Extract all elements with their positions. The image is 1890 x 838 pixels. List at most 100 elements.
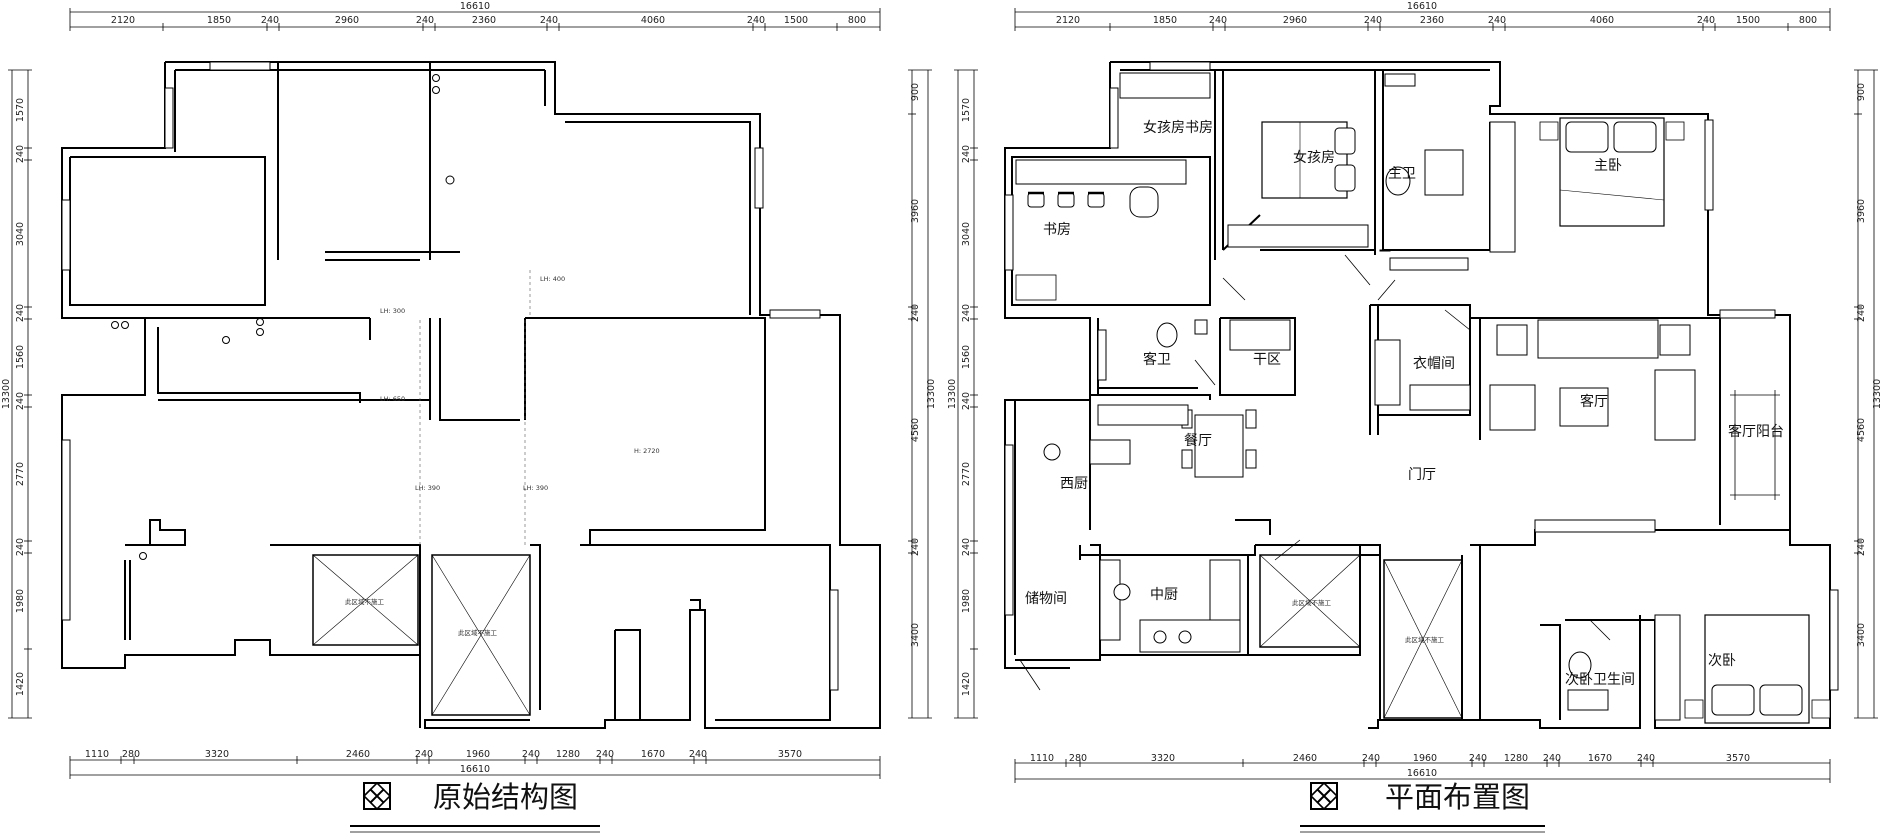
plan-title: 原始结构图 xyxy=(433,780,578,814)
second-bed xyxy=(1684,614,1831,724)
top-dimension: 4060 xyxy=(1590,15,1614,26)
bottom-total-dimension: 16610 xyxy=(460,764,490,775)
top-total-dimension: 16610 xyxy=(1407,1,1437,12)
left-dimension: 240 xyxy=(15,304,26,322)
top-dimension: 2360 xyxy=(1420,15,1444,26)
top-dimension: 2960 xyxy=(1283,15,1307,26)
plan-title: 平面布置图 xyxy=(1385,780,1530,814)
top-total-dimension: 16610 xyxy=(460,1,490,12)
bottom-dimension: 280 xyxy=(1069,753,1087,764)
study-furniture xyxy=(1015,159,1187,301)
top-dimension: 800 xyxy=(1799,15,1817,26)
height-note: LH: 390 xyxy=(415,484,440,492)
height-note: H: 2720 xyxy=(634,447,660,455)
left-dimension: 240 xyxy=(961,304,972,322)
height-note: LH: 300 xyxy=(380,307,405,315)
top-dimension: 240 xyxy=(540,15,558,26)
right-dimension: 900 xyxy=(1856,83,1867,101)
left-dimension: 1980 xyxy=(15,589,26,613)
bottom-dimension: 1960 xyxy=(1413,753,1437,764)
living-balcony-rails xyxy=(1730,390,1780,500)
right-dimension: 900 xyxy=(910,83,921,101)
top-dimension: 240 xyxy=(747,15,765,26)
top-dimension: 800 xyxy=(848,15,866,26)
bottom-dimension: 3320 xyxy=(205,749,229,760)
left-dimension: 240 xyxy=(15,392,26,410)
room-label: 客厅 xyxy=(1580,393,1608,410)
bottom-dimension: 1280 xyxy=(556,749,580,760)
left-dimension: 240 xyxy=(15,145,26,163)
left-dimension-labels: 1570 240 3040 240 1560 240 2770 240 1980… xyxy=(1,98,26,696)
master-bath-fixtures xyxy=(1384,73,1464,196)
right-dimension: 3960 xyxy=(910,199,921,223)
bottom-dimension: 280 xyxy=(122,749,140,760)
room-label: 女孩房 xyxy=(1293,149,1335,166)
left-dimension: 240 xyxy=(15,538,26,556)
bottom-dimension: 3320 xyxy=(1151,753,1175,764)
top-dimension: 240 xyxy=(1697,15,1715,26)
top-dimension-chain xyxy=(69,8,881,31)
bottom-dimension: 1280 xyxy=(1504,753,1528,764)
left-dimension-labels: 1570 240 3040 240 1560 240 2770 240 1980… xyxy=(947,98,972,696)
zone-note: 此区域不施工 xyxy=(345,597,385,606)
bottom-dimension-chain xyxy=(69,756,881,779)
second-bath-fixtures xyxy=(1567,651,1609,711)
top-dimension: 1850 xyxy=(1153,15,1177,26)
room-label: 客卫 xyxy=(1143,351,1171,368)
girl-room-bed xyxy=(1261,121,1356,199)
right-dimension: 4560 xyxy=(910,418,921,442)
bottom-dimension-chain xyxy=(1014,759,1831,783)
bottom-dimension: 1670 xyxy=(641,749,665,760)
left-dimension: 1420 xyxy=(961,672,972,696)
left-total-dimension: 13300 xyxy=(947,379,958,409)
left-dimension: 240 xyxy=(961,145,972,163)
left-dimension: 1420 xyxy=(15,672,26,696)
room-label: 主卧 xyxy=(1594,158,1622,174)
zone-note: 此区域不施工 xyxy=(458,628,498,637)
bottom-total-dimension: 16610 xyxy=(1407,768,1437,779)
bottom-dimension: 240 xyxy=(596,749,614,760)
right-dimension: 240 xyxy=(910,304,921,322)
left-dimension: 2770 xyxy=(15,462,26,486)
left-dimension-chain xyxy=(954,69,978,719)
bottom-dimension: 240 xyxy=(1469,753,1487,764)
room-label: 中厨 xyxy=(1150,587,1178,603)
zone-note: 此区域不施工 xyxy=(1292,598,1332,607)
zone-note: 此区域不施工 xyxy=(1405,635,1445,644)
left-dimension: 2770 xyxy=(961,462,972,486)
left-dimension: 3040 xyxy=(15,222,26,246)
left-dimension: 240 xyxy=(961,538,972,556)
right-dimension: 3960 xyxy=(1856,199,1867,223)
left-dimension: 1570 xyxy=(961,98,972,122)
no-construction-zone-a: 此区域不施工 xyxy=(312,554,419,646)
left-dimension: 1570 xyxy=(15,98,26,122)
top-dimension: 2120 xyxy=(1056,15,1080,26)
left-total-dimension: 13300 xyxy=(1,379,12,409)
guest-bath-fixtures xyxy=(1156,319,1291,351)
bottom-dimension: 240 xyxy=(1362,753,1380,764)
room-label: 女孩房书房 xyxy=(1143,119,1213,136)
top-dimension: 2120 xyxy=(111,15,135,26)
height-note: LH: 390 xyxy=(523,484,548,492)
top-dimension: 2960 xyxy=(335,15,359,26)
bottom-dimension: 240 xyxy=(689,749,707,760)
right-dimension-labels: 900 3960 240 4560 240 3400 13300 xyxy=(910,83,937,647)
no-construction-zone-b: 此区域不施工 xyxy=(1383,559,1463,719)
right-dimension-chain xyxy=(908,69,932,719)
living-furniture xyxy=(1489,319,1696,533)
room-label: 储物间 xyxy=(1025,591,1067,607)
top-dimension: 4060 xyxy=(641,15,665,26)
bottom-dimension: 1960 xyxy=(466,749,490,760)
left-dimension: 240 xyxy=(961,392,972,410)
top-dimension: 240 xyxy=(416,15,434,26)
top-dimension: 240 xyxy=(1364,15,1382,26)
drawing-symbol-icon xyxy=(363,782,391,810)
room-label: 餐厅 xyxy=(1184,433,1212,449)
kitchen-furniture xyxy=(1099,559,1241,653)
original-structure-plan: 16610 2120 1850 240 2960 240 2360 240 40… xyxy=(1,1,937,833)
layout-walls xyxy=(1004,61,1831,729)
wardrobes xyxy=(1119,72,1681,721)
right-dimension: 3400 xyxy=(1856,623,1867,647)
bottom-dimension: 240 xyxy=(415,749,433,760)
